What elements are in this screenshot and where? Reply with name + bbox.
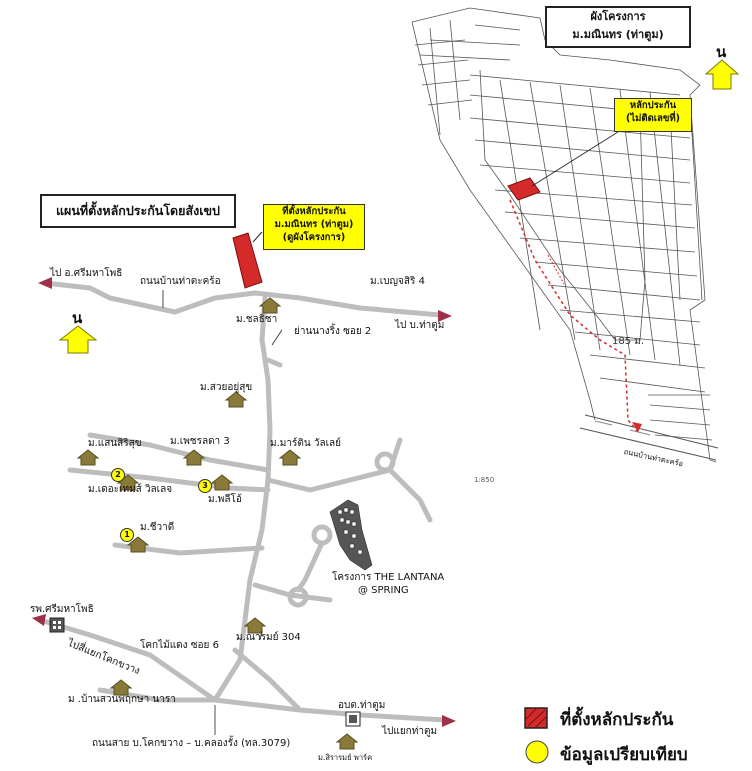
label-to-ban-tha-tum: ไป บ.ท่าตูม [395, 320, 445, 331]
comparison-marker-2: 2 [111, 468, 125, 482]
plan-title-line2: ม.มณินทร (ท่าตูม) [572, 28, 664, 41]
label-chiwadee: ม.ชีวาดี [140, 522, 175, 533]
label-tha-takhro-road: ถนนบ้านท่าตะคร้อ [140, 276, 221, 287]
legend-comparison: ข้อมูลเปรียบเทียบ [560, 745, 688, 765]
north-arrow-right [704, 59, 740, 90]
plan-callout: หลักประกัน (ไม่ติดเลขที่) [614, 98, 692, 132]
collateral-marker [232, 232, 263, 289]
label-suay-yu-suk: ม.สวยอยู่สุข [200, 382, 253, 393]
collateral-callout: ที่ตั้งหลักประกัน ม.มณินทร (ท่าตูม) (ดูผ… [263, 204, 365, 250]
callout-line2: ม.มณินทร (ท่าตูม) [274, 219, 354, 230]
route-185m [509, 199, 639, 433]
label-to-sri-maha-phot: ไป อ.ศรีมหาโพธิ [50, 268, 123, 279]
leader-lines [162, 290, 283, 735]
plan-title-line1: ผังโครงการ [590, 10, 646, 23]
plan-callout-line2: (ไม่ติดเลขที่) [626, 113, 680, 124]
distance-label: 185 ม. [612, 336, 645, 347]
label-hospital: รพ.ศรีมหาโพธิ [30, 604, 94, 615]
label-obt: อบต.ท่าตูม [338, 700, 386, 711]
label-martin-valley: ม.มาร์ติน วัลเลย์ [270, 438, 342, 449]
comparison-marker-3: 3 [198, 479, 212, 493]
plan-title-box: ผังโครงการ ม.มณินทร (ท่าตูม) [545, 6, 691, 48]
label-chonsicha: ม.ชลธิชา [236, 314, 278, 325]
label-ban-suan: ม .บ้านสวนพฤกษา นารา [68, 694, 176, 705]
label-lantana-spring: @ SPRING [358, 585, 409, 596]
lantana-project [329, 499, 373, 571]
label-lantana: โครงการ THE LANTANA [332, 572, 445, 583]
plan-collateral-lot [507, 177, 541, 201]
label-phet-lada: ม.เพชรลดา 3 [170, 436, 230, 447]
building-icons [49, 617, 361, 727]
north-arrow-left [58, 325, 98, 354]
north-label-right: น [716, 43, 727, 61]
label-khok-mai-daeng: โคกไม้แดง ซอย 6 [140, 640, 219, 651]
callout-line3: (ดูผังโครงการ) [282, 232, 346, 243]
label-main-road: ถนนสาย บ.โคกขวาง – บ.คลองรั้ง (ทล.3079) [92, 738, 291, 749]
label-de-tremp: ม.เดอะเทมส์ วิลเลจ [88, 484, 173, 495]
house-icons [76, 297, 359, 750]
label-saensirisuk: ม.แสนสิริสุข [88, 438, 142, 449]
north-label-left: น [72, 309, 83, 327]
label-phalai: ม.พลีโอ้ [208, 494, 242, 505]
label-to-tha-tum-junction: ไปแยกท่าตูม [382, 726, 438, 737]
legend-collateral: ที่ตั้งหลักประกัน [560, 710, 674, 730]
map-title-box: แผนที่ตั้งหลักประกันโดยสังเขป [40, 194, 236, 228]
comparison-marker-1: 1 [120, 528, 134, 542]
label-sirirom: ม.สิรารมย์ พาร์ค [318, 753, 373, 762]
plan-road [579, 414, 719, 461]
label-ben-sri: ม.เบญจสิริ 4 [370, 276, 425, 287]
label-narom: ม.ณารมย์ 304 [236, 632, 301, 643]
road-arrows [32, 277, 456, 727]
callout-line1: ที่ตั้งหลักประกัน [282, 206, 346, 217]
label-nang-ring-soi2: ย่านนางริ้ง ซอย 2 [294, 326, 372, 337]
legend-symbols [524, 707, 549, 764]
scale-label: 1:850 [474, 476, 495, 484]
plan-callout-line1: หลักประกัน [629, 100, 677, 111]
project-plan [411, 7, 717, 463]
